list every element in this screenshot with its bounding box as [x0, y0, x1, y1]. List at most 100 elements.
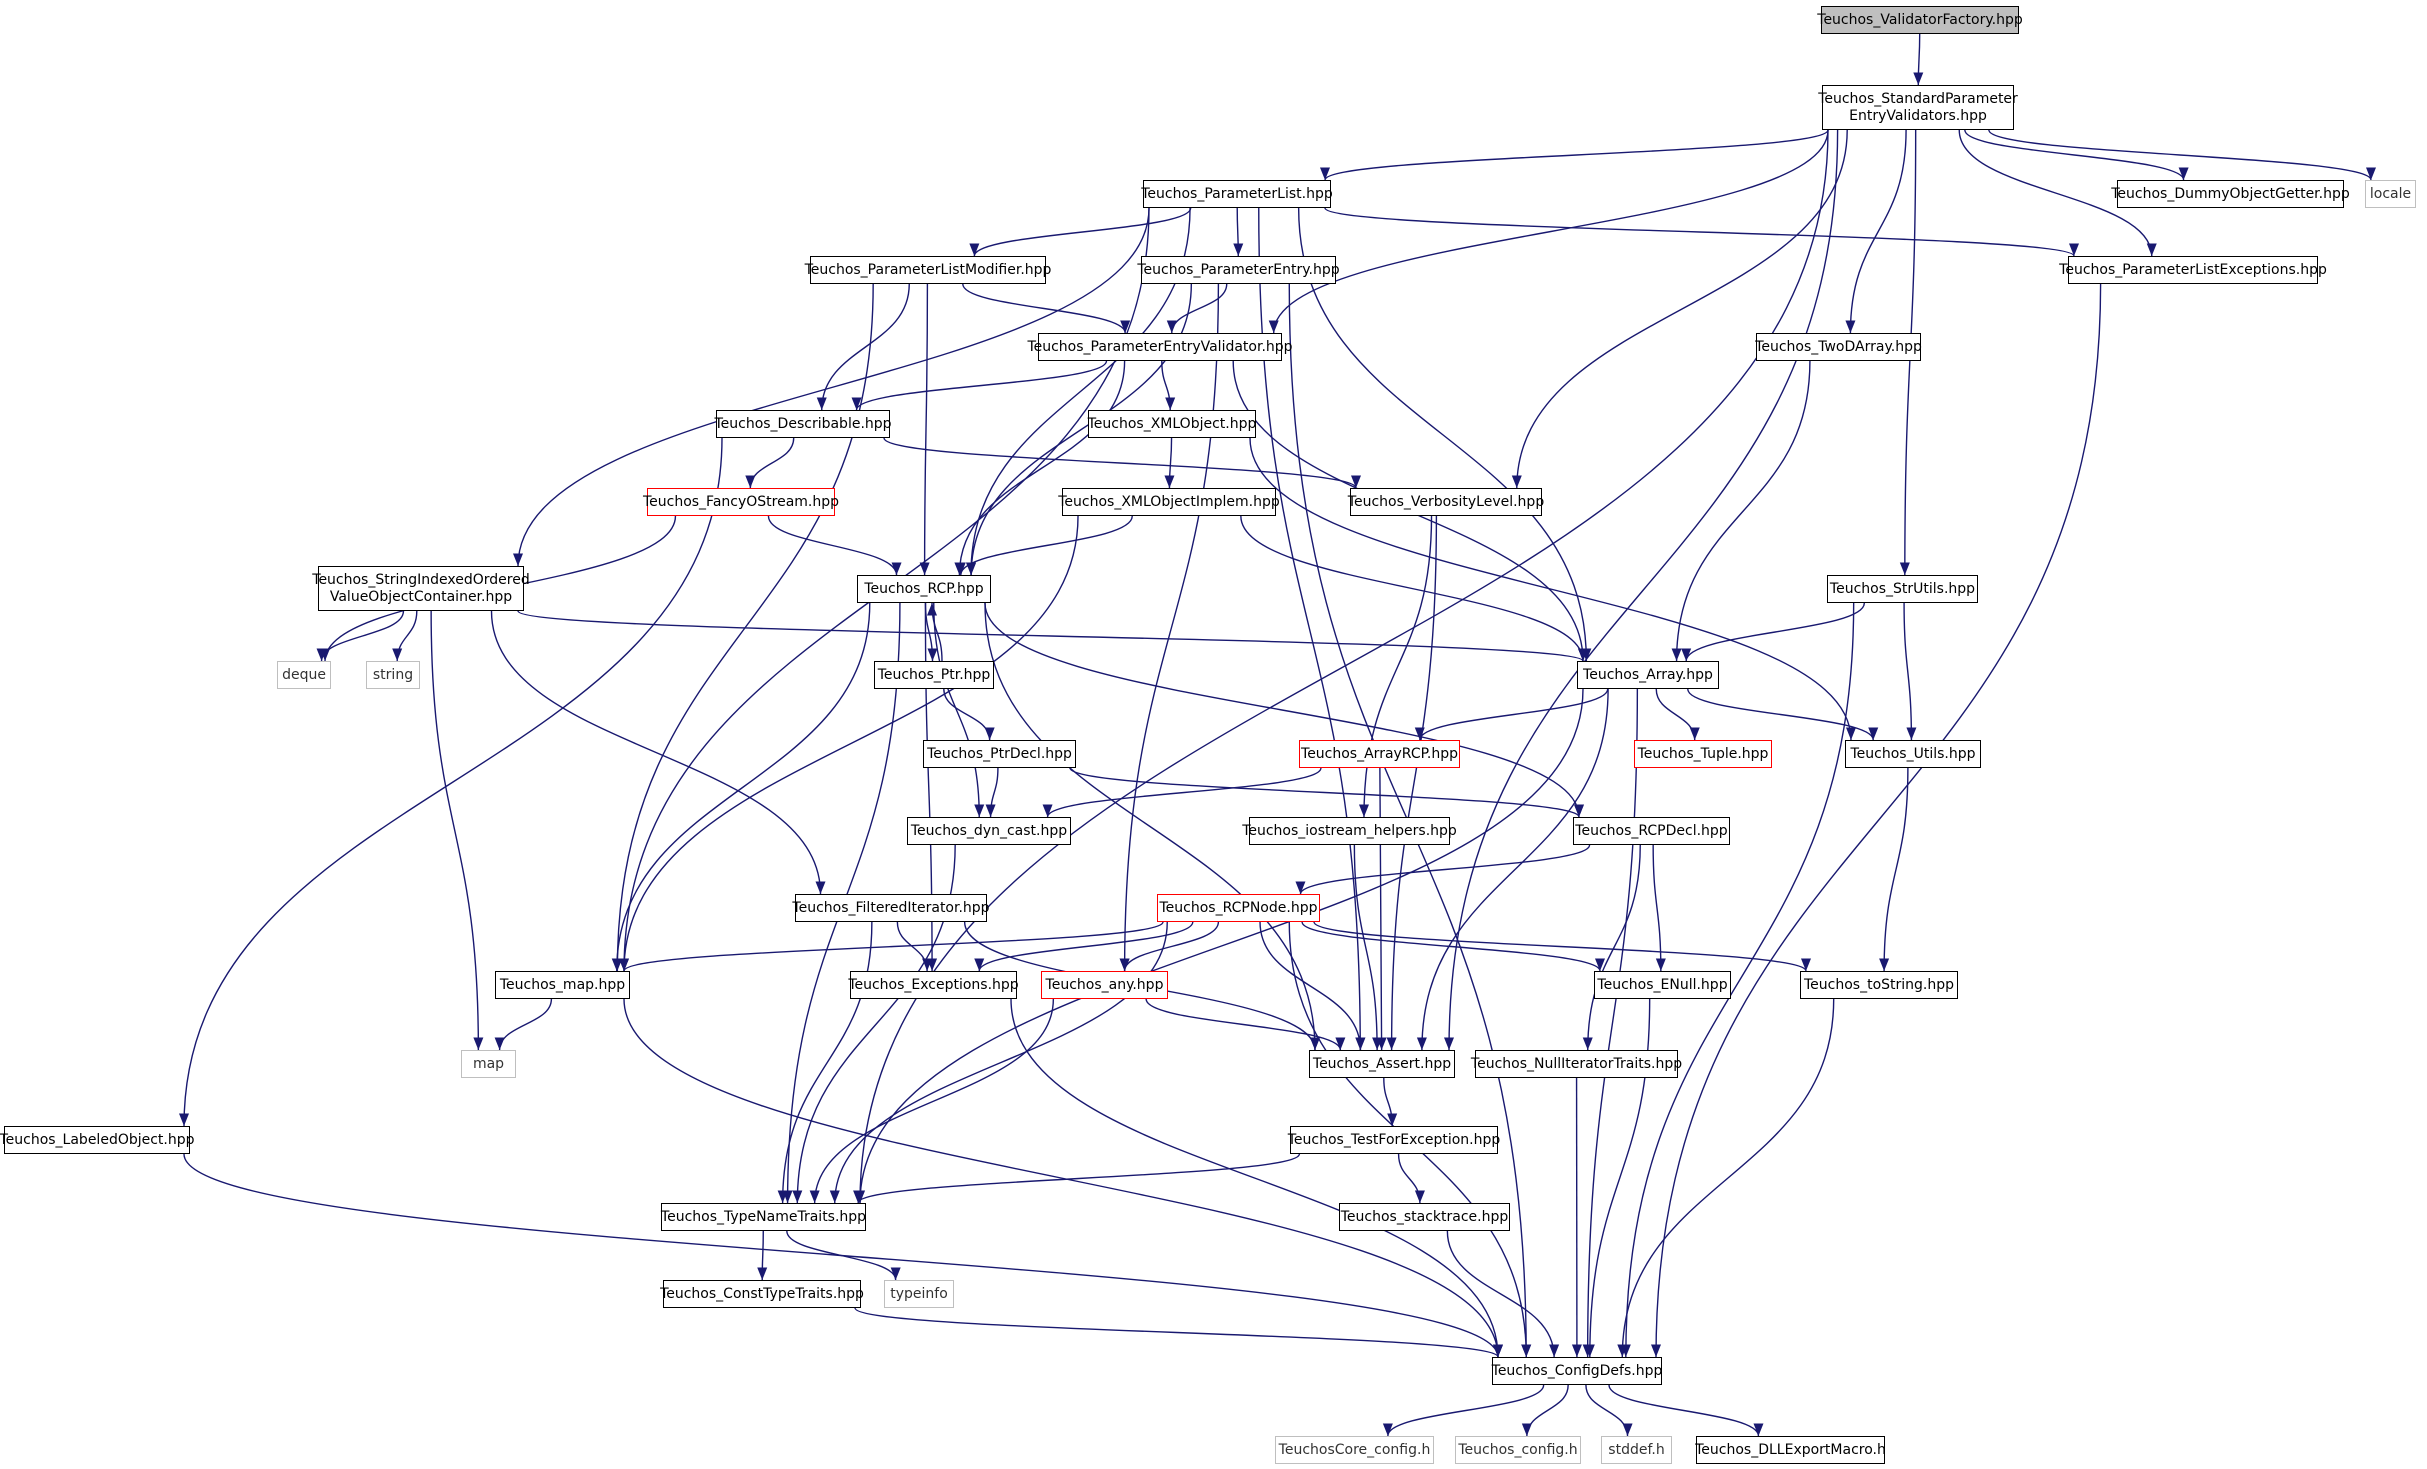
- edge-standard-param-to-dummy-object-getter: [1964, 129, 2189, 181]
- node-array-rcp[interactable]: Teuchos_ArrayRCP.hpp: [1299, 740, 1460, 768]
- edge-parameter-list-modifier-to-describable: [816, 283, 910, 411]
- node-string-indexed-ordered-value-object-container[interactable]: Teuchos_StringIndexedOrdered ValueObject…: [312, 566, 530, 611]
- node-xml-object[interactable]: Teuchos_XMLObject.hpp: [1088, 410, 1256, 438]
- node-standard-parameter-entry-validators[interactable]: Teuchos_StandardParameter EntryValidator…: [1818, 85, 2018, 130]
- edge-parameter-entry-validator-to-describable: [851, 360, 1108, 411]
- edge-array-to-assert: [1416, 688, 1609, 1051]
- edge-describable-to-verbosity-level: [883, 437, 1361, 489]
- node-utils[interactable]: Teuchos_Utils.hpp: [1845, 740, 1981, 768]
- edge-to-string-to-config-defs: [1617, 998, 1835, 1358]
- edge-xml-object-to-xml-object-implem: [1164, 437, 1175, 489]
- edge-config-defs-to-stddef: [1585, 1384, 1633, 1437]
- node-type-name-traits[interactable]: Teuchos_TypeNameTraits.hpp: [661, 1203, 866, 1231]
- edge-array-to-utils: [1687, 688, 1879, 741]
- node-exceptions[interactable]: Teuchos_Exceptions.hpp: [848, 971, 1019, 999]
- node-parameter-list-modifier[interactable]: Teuchos_ParameterListModifier.hpp: [805, 256, 1051, 284]
- edge-parameter-list-to-parameter-entry: [1233, 207, 1244, 257]
- edge-rcp-to-map-hpp: [611, 602, 871, 972]
- node-tuple[interactable]: Teuchos_Tuple.hpp: [1634, 740, 1772, 768]
- edge-xml-object-implem-to-array: [1240, 515, 1588, 662]
- edge-rcp-node-to-enull: [1301, 921, 1605, 972]
- node-test-for-exception[interactable]: Teuchos_TestForException.hpp: [1288, 1126, 1500, 1154]
- node-line-1: Teuchos_StandardParameter: [1818, 90, 2018, 107]
- node-iostream-helpers[interactable]: Teuchos_iostream_helpers.hpp: [1242, 817, 1457, 845]
- edge-xml-object-implem-to-rcp: [955, 515, 1133, 576]
- edge-ptr-decl-to-dyn-cast: [985, 767, 999, 818]
- edge-any-to-type-name-traits: [809, 998, 1055, 1204]
- edge-array-to-tuple: [1655, 688, 1700, 741]
- node-fancy-ostream[interactable]: Teuchos_FancyOStream.hpp: [643, 488, 839, 516]
- edge-standard-param-to-two-d-array: [1845, 129, 1907, 334]
- node-parameter-list-exceptions[interactable]: Teuchos_ParameterListExceptions.hpp: [2059, 256, 2327, 284]
- node-to-string[interactable]: Teuchos_toString.hpp: [1800, 971, 1958, 999]
- node-xml-object-implem[interactable]: Teuchos_XMLObjectImplem.hpp: [1058, 488, 1280, 516]
- node-dummy-object-getter[interactable]: Teuchos_DummyObjectGetter.hpp: [2111, 180, 2350, 208]
- node-filtered-iterator[interactable]: Teuchos_FilteredIterator.hpp: [792, 894, 990, 922]
- node-any[interactable]: Teuchos_any.hpp: [1041, 971, 1168, 999]
- edge-const-type-traits-to-config-defs: [854, 1307, 1503, 1358]
- edge-exceptions-to-config-defs: [1010, 998, 1504, 1358]
- node-str-utils[interactable]: Teuchos_StrUtils.hpp: [1827, 575, 1978, 603]
- node-dyn-cast[interactable]: Teuchos_dyn_cast.hpp: [907, 817, 1071, 845]
- edge-parameter-list-modifier-to-rcp: [919, 283, 930, 576]
- node-const-type-traits[interactable]: Teuchos_ConstTypeTraits.hpp: [660, 1280, 864, 1308]
- edge-rcp-to-rcp-decl: [984, 602, 1584, 818]
- edge-parameter-list-exceptions-to-config-defs: [1650, 283, 2102, 1358]
- edge-test-for-exception-to-stacktrace: [1397, 1153, 1425, 1204]
- node-config-defs[interactable]: Teuchos_ConfigDefs.hpp: [1492, 1357, 1662, 1385]
- edge-rcp-node-to-to-string: [1313, 921, 1811, 972]
- edge-test-for-exception-to-type-name-traits: [853, 1153, 1301, 1204]
- edge-assert-to-test-for-exception: [1383, 1077, 1398, 1127]
- node-stacktrace[interactable]: Teuchos_stacktrace.hpp: [1339, 1203, 1510, 1231]
- node-ptr[interactable]: Teuchos_Ptr.hpp: [874, 661, 994, 689]
- edge-str-utils-to-utils: [1903, 602, 1917, 741]
- edge-stacktrace-to-config-defs: [1446, 1230, 1560, 1358]
- node-describable[interactable]: Teuchos_Describable.hpp: [714, 410, 892, 438]
- edge-str-utils-to-array: [1681, 602, 1866, 662]
- edge-parameter-entry-validator-to-xml-object: [1161, 360, 1176, 411]
- node-rcp-decl[interactable]: Teuchos_RCPDecl.hpp: [1573, 817, 1730, 845]
- node-rcp-node[interactable]: Teuchos_RCPNode.hpp: [1157, 894, 1320, 922]
- node-line-2: ValueObjectContainer.hpp: [329, 588, 513, 605]
- node-enull[interactable]: Teuchos_ENull.hpp: [1594, 971, 1731, 999]
- node-teuchos-core-config: TeuchosCore_config.h: [1275, 1436, 1434, 1464]
- edge-string-indexed-to-map: [430, 610, 484, 1051]
- edge-string-indexed-to-filtered-iterator: [490, 610, 826, 895]
- edge-describable-to-labeled-object: [178, 437, 723, 1127]
- node-string: string: [366, 661, 420, 689]
- node-null-iterator-traits[interactable]: Teuchos_NullIteratorTraits.hpp: [1471, 1050, 1682, 1078]
- edge-rcp-decl-to-null-iterator-traits: [1582, 844, 1641, 1051]
- edge-string-indexed-to-array: [517, 610, 1588, 662]
- edge-verbosity-level-to-iostream-helpers: [1358, 515, 1433, 818]
- edge-parameter-entry-validator-to-rcp: [954, 360, 1126, 576]
- edge-filtered-iterator-to-type-name-traits: [777, 921, 873, 1204]
- node-map-hpp[interactable]: Teuchos_map.hpp: [495, 971, 630, 999]
- edge-two-d-array-to-array: [1671, 360, 1811, 662]
- node-two-d-array[interactable]: Teuchos_TwoDArray.hpp: [1755, 333, 1922, 361]
- edge-parameter-list-to-assert: [1258, 207, 1366, 1051]
- edge-standard-param-to-parameter-list: [1320, 129, 1829, 181]
- node-parameter-entry[interactable]: Teuchos_ParameterEntry.hpp: [1137, 256, 1340, 284]
- node-labeled-object[interactable]: Teuchos_LabeledObject.hpp: [0, 1126, 195, 1154]
- node-verbosity-level[interactable]: Teuchos_VerbosityLevel.hpp: [1348, 488, 1544, 516]
- node-array[interactable]: Teuchos_Array.hpp: [1577, 661, 1719, 689]
- edge-fancy-ostream-to-rcp: [767, 515, 902, 576]
- node-parameter-list[interactable]: Teuchos_ParameterList.hpp: [1141, 180, 1333, 208]
- edge-type-name-traits-to-typeinfo: [786, 1230, 901, 1281]
- node-ptr-decl[interactable]: Teuchos_PtrDecl.hpp: [923, 740, 1076, 768]
- node-line-1: Teuchos_StringIndexedOrdered: [312, 571, 530, 588]
- node-dll-export-macro[interactable]: Teuchos_DLLExportMacro.h: [1695, 1436, 1886, 1464]
- edge-map-hpp-to-map: [494, 998, 553, 1051]
- edge-standard-param-to-assert: [1443, 129, 1839, 1051]
- edge-string-indexed-to-string: [392, 610, 418, 662]
- edge-map-hpp-to-config-defs: [623, 998, 1503, 1358]
- node-stddef: stddef.h: [1601, 1436, 1672, 1464]
- node-parameter-entry-validator[interactable]: Teuchos_ParameterEntryValidator.hpp: [1027, 333, 1293, 361]
- node-rcp[interactable]: Teuchos_RCP.hpp: [857, 575, 991, 603]
- edge-array-to-array-rcp: [1414, 688, 1609, 741]
- node-teuchos-config: Teuchos_config.h: [1455, 1436, 1581, 1464]
- node-assert[interactable]: Teuchos_Assert.hpp: [1309, 1050, 1455, 1078]
- edge-rcp-node-to-any: [1119, 921, 1220, 972]
- edge-array-rcp-to-assert: [1376, 767, 1387, 1051]
- node-typeinfo: typeinfo: [884, 1280, 954, 1308]
